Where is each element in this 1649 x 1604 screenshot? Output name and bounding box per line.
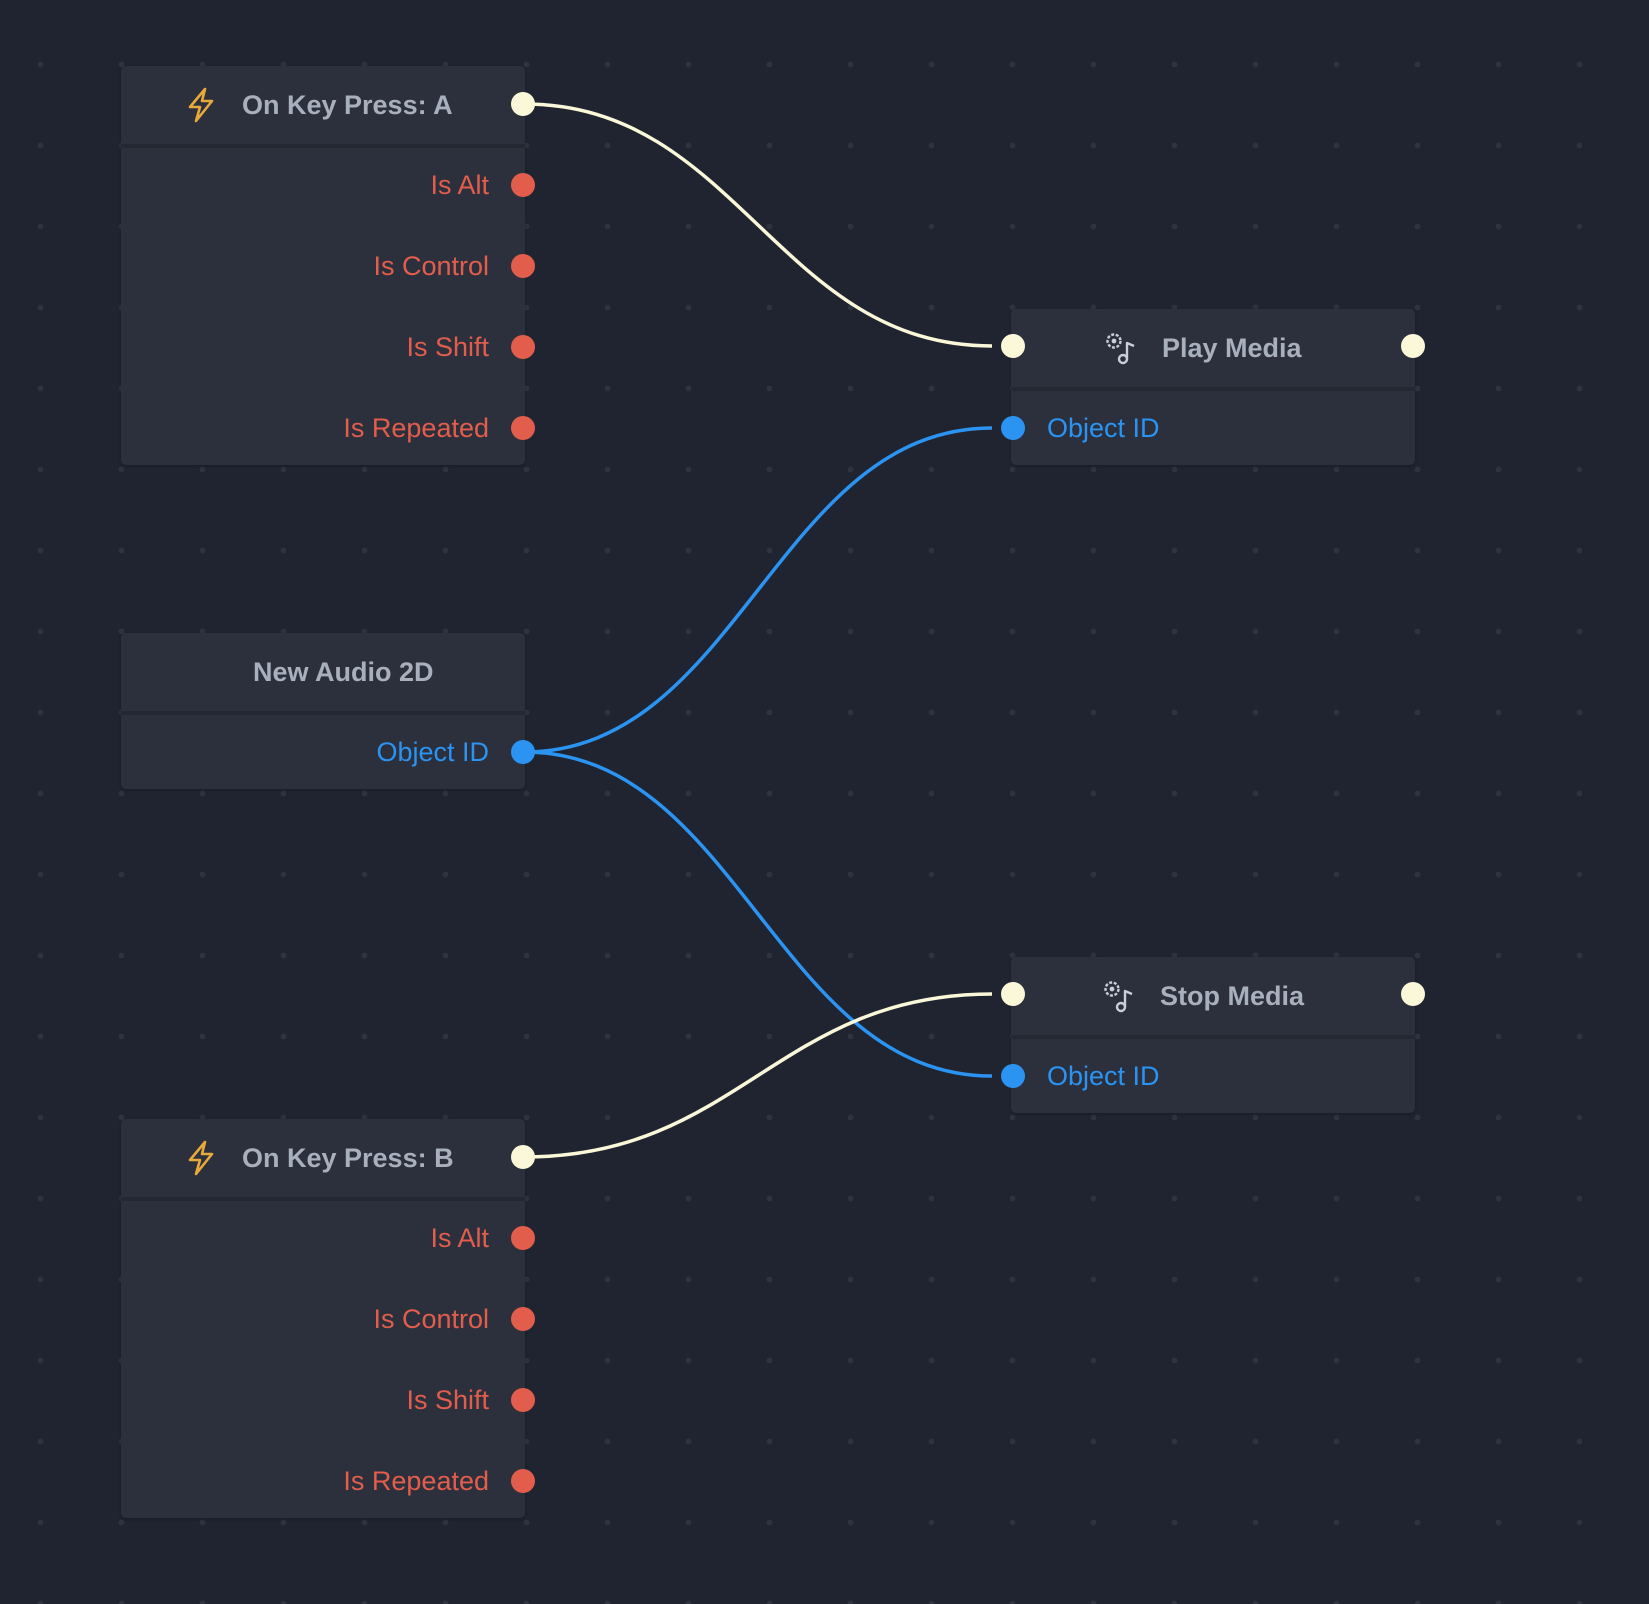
exec-output-pin[interactable]	[511, 1145, 535, 1169]
wire-key-a-to-play-media[interactable]	[523, 102, 993, 348]
is-repeated-output-pin[interactable]	[511, 416, 535, 440]
exec-input-pin[interactable]	[1001, 334, 1025, 358]
wire-audio-id-to-stop-media[interactable]	[523, 750, 993, 1078]
lightning-bolt-icon	[188, 87, 214, 123]
output-label-is-repeated: Is Repeated	[343, 413, 489, 443]
is-control-output-pin[interactable]	[511, 1307, 535, 1331]
exec-output-pin[interactable]	[1401, 334, 1425, 358]
output-label-is-control: Is Control	[373, 251, 489, 281]
is-repeated-output-pin[interactable]	[511, 1469, 535, 1493]
node-stop-media[interactable]: Stop Media Object ID	[1011, 957, 1415, 1113]
node-header[interactable]: On Key Press: B	[121, 1119, 525, 1201]
lightning-bolt-icon	[188, 1140, 214, 1176]
output-label-is-alt: Is Alt	[430, 1223, 489, 1253]
node-header[interactable]: Stop Media	[1011, 957, 1415, 1039]
node-title: Stop Media	[1160, 981, 1305, 1011]
is-shift-output-pin[interactable]	[511, 1388, 535, 1412]
wire-key-b-to-stop-media[interactable]	[523, 992, 993, 1159]
object-id-input-pin[interactable]	[1001, 1064, 1025, 1088]
node-title: Play Media	[1162, 333, 1302, 363]
node-title: On Key Press: B	[242, 1143, 454, 1173]
node-play-media[interactable]: Play Media Object ID	[1011, 309, 1415, 465]
node-on-key-press-a[interactable]: On Key Press: A Is Alt Is Control Is Shi…	[121, 66, 525, 465]
output-label-is-repeated: Is Repeated	[343, 1466, 489, 1496]
input-label-object-id: Object ID	[1047, 1061, 1160, 1091]
is-alt-output-pin[interactable]	[511, 1226, 535, 1250]
wire-audio-id-to-play-media[interactable]	[523, 426, 993, 754]
media-settings-icon	[1104, 981, 1133, 1013]
node-new-audio-2d[interactable]: New Audio 2D Object ID	[121, 633, 525, 789]
node-on-key-press-b[interactable]: On Key Press: B Is Alt Is Control Is Shi…	[121, 1119, 525, 1518]
node-title: On Key Press: A	[242, 90, 453, 120]
output-label-is-alt: Is Alt	[430, 170, 489, 200]
is-control-output-pin[interactable]	[511, 254, 535, 278]
input-label-object-id: Object ID	[1047, 413, 1160, 443]
exec-output-pin[interactable]	[1401, 982, 1425, 1006]
exec-output-pin[interactable]	[511, 92, 535, 116]
node-header[interactable]: New Audio 2D	[121, 633, 525, 715]
output-label-is-shift: Is Shift	[406, 1385, 489, 1415]
output-label-object-id: Object ID	[376, 737, 489, 767]
node-header[interactable]: On Key Press: A	[121, 66, 525, 148]
object-id-input-pin[interactable]	[1001, 416, 1025, 440]
output-label-is-shift: Is Shift	[406, 332, 489, 362]
output-label-is-control: Is Control	[373, 1304, 489, 1334]
is-alt-output-pin[interactable]	[511, 173, 535, 197]
is-shift-output-pin[interactable]	[511, 335, 535, 359]
exec-input-pin[interactable]	[1001, 982, 1025, 1006]
object-id-output-pin[interactable]	[511, 740, 535, 764]
node-title: New Audio 2D	[253, 657, 434, 687]
media-settings-icon	[1106, 333, 1135, 365]
node-header[interactable]: Play Media	[1011, 309, 1415, 391]
